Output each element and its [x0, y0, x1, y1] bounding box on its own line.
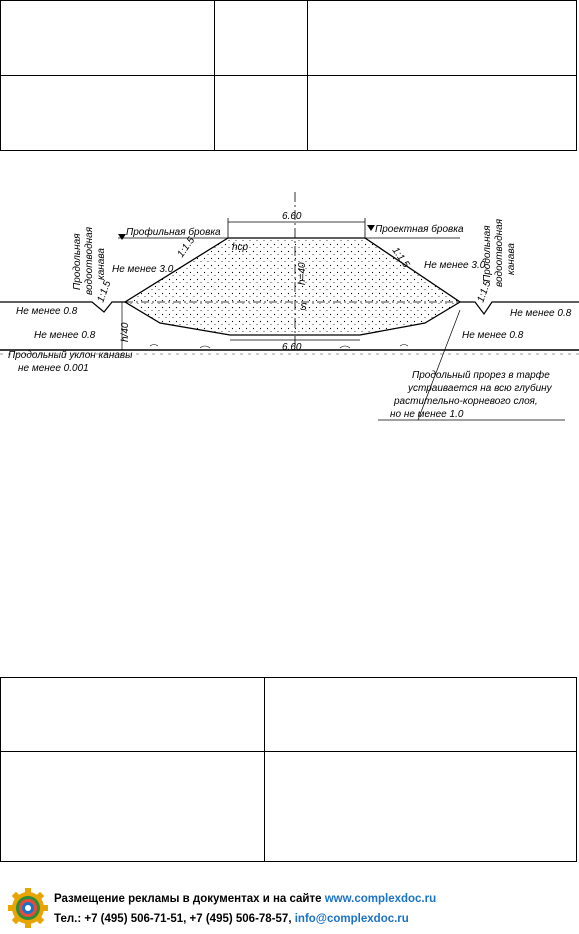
table-cell [307, 0, 577, 76]
profile-edge-label: Профильная бровка [126, 226, 221, 238]
table-cell [0, 677, 265, 752]
table-row [0, 677, 577, 752]
email-link[interactable]: info@complexdoc.ru [294, 913, 409, 925]
min08-left-top: Не менее 0.8 [16, 306, 78, 317]
ad-line-2: Тел.: +7 (495) 506-71-51, +7 (495) 506-7… [54, 913, 409, 925]
s-label: S [300, 302, 307, 313]
ad-line-2-text: Тел.: +7 (495) 506-71-51, +7 (495) 506-7… [54, 913, 295, 925]
min3-right: Не менее 3.0 [424, 260, 486, 271]
h-over-40-label: h/40 [120, 322, 131, 342]
bottom-width-label: 6.60 [282, 342, 302, 353]
embankment-body [123, 237, 462, 336]
right-ditch-label-2: водоотводная [494, 218, 505, 287]
right-ditch-label-1: Продольная [482, 225, 493, 282]
slope-ditch-left: 1:1.5 [95, 279, 113, 304]
slope-ditch-right: 1:1.5 [475, 279, 493, 304]
table-cell [0, 751, 265, 862]
right-ditch-label-3: канава [506, 243, 517, 275]
note-line-3: растительно-корневого слоя, [393, 396, 538, 407]
top-table [0, 0, 577, 151]
table-cell [214, 0, 308, 76]
embankment-cross-section: 6.60 6.60 Профильная бровка Проектная бр… [0, 192, 579, 421]
min08-left-bottom: Не менее 0.8 [34, 330, 96, 341]
table-row [0, 0, 577, 76]
table-cell [0, 0, 215, 76]
top-width-label: 6.60 [282, 211, 302, 222]
website-link[interactable]: www.complexdoc.ru [324, 893, 437, 905]
table-cell [307, 75, 577, 151]
left-ditch-label-2: водоотводная [84, 226, 95, 295]
long-slope-1: Продольный уклон канавы [8, 350, 133, 361]
bottom-table [0, 677, 577, 862]
min08-right-top: Не менее 0.8 [510, 308, 572, 319]
table-row [0, 751, 577, 862]
note-line-1: Продольный прорез в тарфе [412, 369, 550, 381]
note-line-2: устраивается на всю глубину [407, 382, 553, 394]
left-ditch [0, 301, 125, 313]
slope-top-left: 1:1.5 [175, 235, 197, 260]
note-line-4: но не менее 1.0 [390, 409, 464, 420]
ad-line-1-text: Размещение рекламы в документах и на сай… [54, 893, 325, 905]
hcp-label: hср [232, 242, 249, 253]
table-cell [264, 751, 577, 862]
left-ditch-label-1: Продольная [72, 233, 83, 290]
table-cell [0, 75, 215, 151]
h40-label: h=40 [297, 262, 308, 285]
ad-footer: Размещение рекламы в документах и на сай… [0, 884, 579, 934]
right-ditch [460, 301, 579, 316]
table-row [0, 75, 577, 151]
table-cell [214, 75, 308, 151]
table-cell [264, 677, 577, 752]
design-edge-label: Проектная бровка [375, 223, 464, 235]
left-ditch-label-3: канава [96, 248, 107, 280]
long-slope-2: не менее 0.001 [18, 363, 89, 374]
min08-right-bottom: Не менее 0.8 [462, 330, 524, 341]
complexdoc-gear-logo [8, 888, 48, 928]
min3-left: Не менее 3.0 [112, 264, 174, 275]
ad-line-1: Размещение рекламы в документах и на сай… [54, 893, 436, 905]
